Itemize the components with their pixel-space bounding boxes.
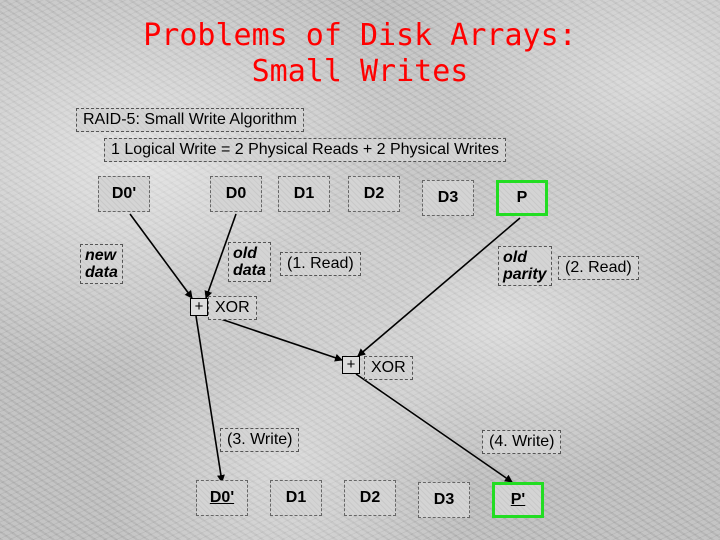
disk-d1-bottom: D1 [270,480,322,516]
arrow-xor2-to-new-p [355,373,513,483]
step-3-write: (3. Write) [220,428,300,452]
disk-d3: D3 [422,180,474,216]
arrow-xor1-to-xor2 [205,313,343,362]
disk-d0: D0 [210,176,262,212]
disk-d2-bottom: D2 [344,480,396,516]
arrow-xor1-to-new-d0 [195,315,225,483]
write-summary: 1 Logical Write = 2 Physical Reads + 2 P… [104,138,507,162]
old-data-label: old data [228,242,271,282]
step-4-write: (4. Write) [482,430,562,454]
arrow-new-data-to-xor1 [129,213,193,299]
arrow-p-to-xor2 [357,217,521,357]
disk-new-d0-written: D0' [196,480,248,516]
title-line-1: Problems of Disk Arrays: [143,18,577,53]
disk-d1: D1 [278,176,330,212]
step-2-read: (2. Read) [558,256,639,280]
disk-d3-bottom: D3 [418,482,470,518]
page-title: Problems of Disk Arrays: Small Writes [0,18,720,90]
title-line-2: Small Writes [251,54,469,89]
xor-2-icon: + [342,356,360,374]
new-data-label: new data [80,244,123,284]
disk-new-d0: D0' [98,176,150,212]
disk-new-parity: P' [492,482,544,518]
disk-parity: P [496,180,548,216]
arrow-d0-to-xor1 [204,213,237,299]
xor-1-icon: + [190,298,208,316]
disk-d2: D2 [348,176,400,212]
xor-2-label: XOR [364,356,413,380]
step-1-read: (1. Read) [280,252,361,276]
algorithm-title: RAID-5: Small Write Algorithm [76,108,304,132]
xor-1-label: XOR [208,296,257,320]
old-parity-label: old parity [498,246,552,286]
